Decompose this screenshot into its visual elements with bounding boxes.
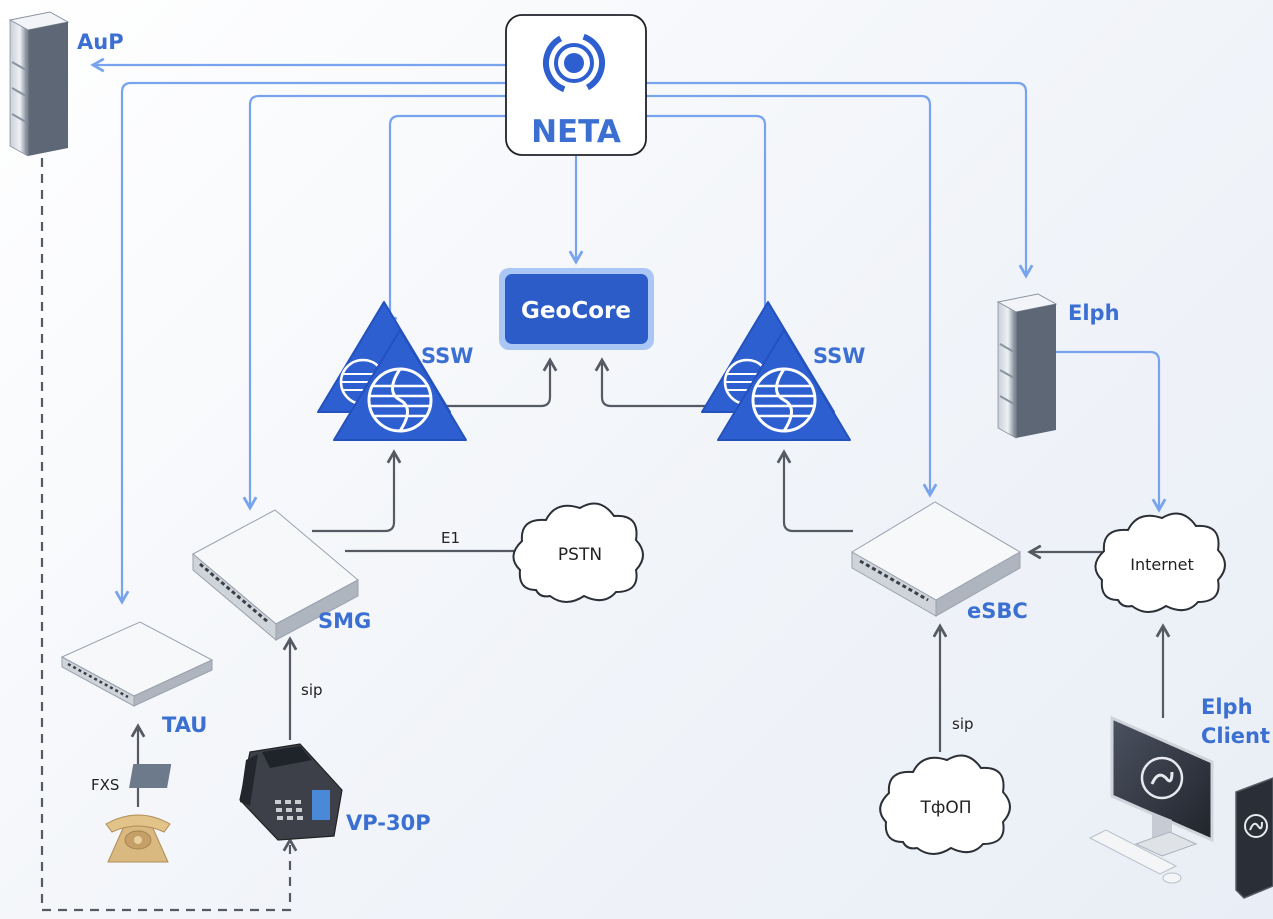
management-links xyxy=(90,57,1167,605)
cloud-icon xyxy=(879,754,1011,855)
gateway-icon xyxy=(851,501,1021,617)
smg-label: SMG xyxy=(318,609,371,633)
esbc-node[interactable]: eSBC xyxy=(851,501,1028,623)
internet-cloud[interactable]: Internet xyxy=(1094,512,1226,613)
tfop-cloud[interactable]: ТфОП xyxy=(879,754,1011,855)
elph-label: Elph xyxy=(1068,301,1120,325)
geocore-node[interactable]: GeoCore xyxy=(499,268,654,350)
server-icon xyxy=(996,293,1058,439)
server-icon xyxy=(8,11,70,157)
esbc-label: eSBC xyxy=(967,599,1028,623)
cloud-icon xyxy=(1094,512,1226,613)
neta-logo-icon xyxy=(543,32,605,94)
elph-node[interactable]: Elph xyxy=(996,293,1120,439)
tablet-icon xyxy=(1235,777,1273,899)
sip-esbc-link-label: sip xyxy=(952,715,974,733)
internet-label: Internet xyxy=(1130,555,1194,574)
ssw-right-node[interactable]: SSW xyxy=(701,301,865,441)
softswitch-icon xyxy=(701,301,851,441)
fxs-link-label: FXS xyxy=(91,776,119,794)
softswitch-icon xyxy=(317,301,467,441)
neta-label: NETA xyxy=(531,114,621,150)
e1-link-label: E1 xyxy=(441,529,460,547)
vp30p-label: VP-30P xyxy=(346,811,431,835)
analog-phone-icon xyxy=(105,814,171,863)
ssw-left-node[interactable]: SSW xyxy=(317,301,473,441)
ip-phone-icon xyxy=(129,743,343,841)
elph-client-node[interactable]: Elph Client xyxy=(1088,695,1273,899)
elph-client-label-line2: Client xyxy=(1201,724,1270,748)
gateway-icon xyxy=(192,509,359,642)
geocore-label: GeoCore xyxy=(521,298,631,324)
aup-label: AuP xyxy=(77,30,124,54)
analog-phone-node xyxy=(105,814,171,863)
monitor-icon xyxy=(1110,715,1214,857)
keyboard-icon xyxy=(1088,829,1182,884)
tau-label: TAU xyxy=(162,713,207,737)
tfop-label: ТфОП xyxy=(919,798,971,818)
cloud-icon xyxy=(512,502,644,603)
vp30p-node[interactable]: VP-30P xyxy=(129,743,431,841)
smg-node[interactable]: SMG xyxy=(192,509,371,642)
gateway-icon xyxy=(60,621,214,707)
elph-client-label-line1: Elph xyxy=(1201,695,1253,719)
sip-smg-link-label: sip xyxy=(301,681,323,699)
ssw-left-label: SSW xyxy=(421,344,473,368)
neta-node[interactable]: NETA xyxy=(505,14,647,156)
pstn-cloud[interactable]: PSTN xyxy=(512,502,644,603)
aup-node[interactable]: AuP xyxy=(8,11,124,157)
tau-node[interactable]: TAU xyxy=(60,621,214,737)
pstn-label: PSTN xyxy=(558,545,602,565)
ssw-right-label: SSW xyxy=(813,344,865,368)
